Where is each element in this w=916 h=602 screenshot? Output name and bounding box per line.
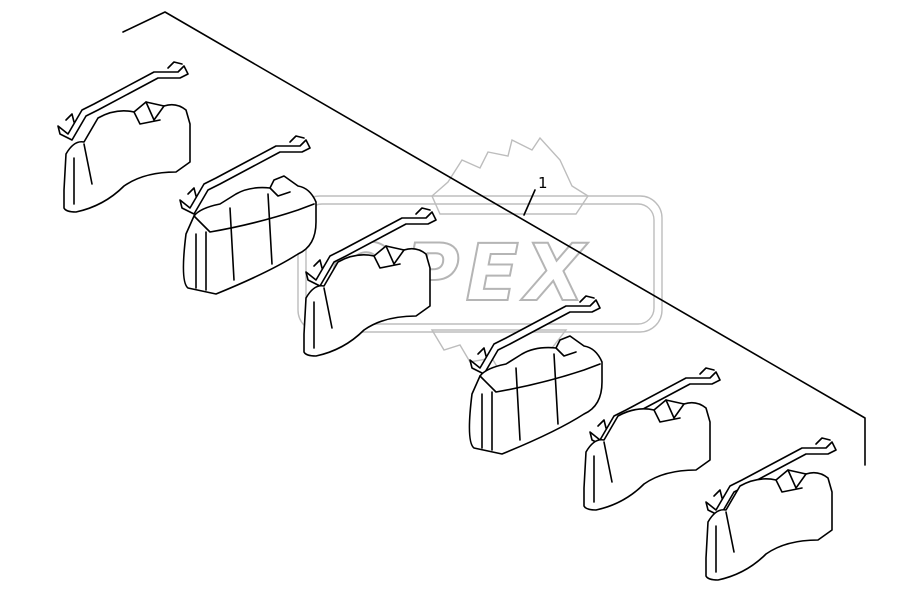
brake-pad-5 bbox=[583, 399, 711, 511]
leader-line bbox=[523, 189, 536, 216]
watermark-frame bbox=[297, 195, 663, 333]
kit-bracket: 1 bbox=[122, 11, 866, 466]
brake-pad-3 bbox=[303, 245, 431, 357]
brake-pad-6 bbox=[705, 469, 833, 581]
callout-number: 1 bbox=[538, 174, 548, 192]
